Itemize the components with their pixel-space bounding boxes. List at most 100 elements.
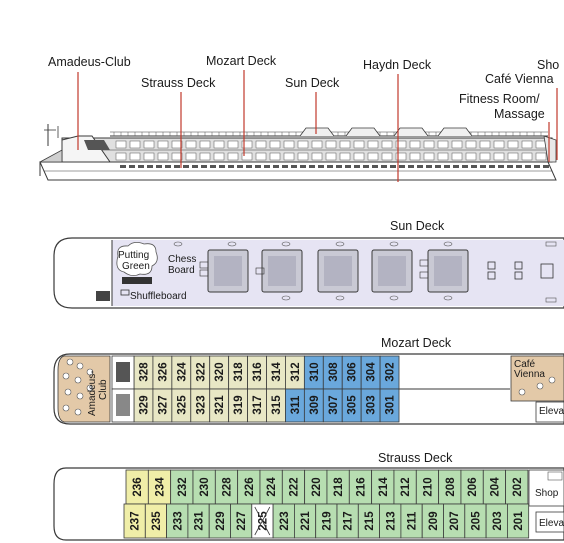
profile-window	[227, 152, 239, 161]
cabin-number: 323	[195, 395, 207, 414]
hull-window	[453, 165, 459, 168]
hull-window	[318, 165, 324, 168]
profile-window	[255, 140, 267, 149]
cabin-number: 318	[233, 362, 245, 382]
profile-window	[423, 152, 435, 161]
cabin	[379, 388, 400, 423]
hull-window	[156, 165, 162, 168]
hull-window	[174, 165, 180, 168]
deck-chair	[255, 267, 265, 275]
strauss-deck-title: Strauss Deck	[378, 451, 453, 465]
hull-window	[201, 165, 207, 168]
cabin-number: 234	[154, 477, 166, 497]
stair-mark	[254, 506, 271, 536]
deck-planter	[443, 241, 453, 247]
profile-window	[479, 140, 491, 149]
cabin-number: 328	[138, 362, 150, 382]
mozart-deck-title: Mozart Deck	[381, 336, 452, 350]
sun-deck-title: Sun Deck	[390, 219, 445, 233]
hull-window	[300, 165, 306, 168]
cabin-number: 233	[172, 511, 184, 530]
hull-window	[210, 165, 216, 168]
cabin-number: 223	[279, 511, 291, 530]
hull-window	[354, 165, 360, 168]
putting-green-label-1: Putting	[118, 250, 149, 261]
deck-planter	[281, 295, 291, 301]
cabin-number: 205	[470, 511, 482, 531]
profile-window	[423, 140, 435, 149]
cabin-number: 212	[400, 477, 412, 496]
elevator-area	[535, 401, 564, 423]
club-seat	[66, 358, 74, 366]
cafe-tables	[518, 376, 556, 396]
strauss-elevator-label: Eleva	[539, 518, 564, 529]
hull-window	[327, 165, 333, 168]
profile-window	[213, 140, 225, 149]
sun-deck-stairs	[96, 291, 110, 301]
label-strauss-deck: Strauss Deck	[141, 76, 216, 90]
putting-green-label-2: Green	[122, 261, 150, 272]
hull-window	[165, 165, 171, 168]
deck-planter	[173, 241, 183, 247]
cabin-number: 316	[252, 362, 264, 381]
profile-window	[213, 152, 225, 161]
club-seat	[86, 384, 94, 392]
label-sun-deck: Sun Deck	[285, 76, 340, 90]
label-mozart-deck: Mozart Deck	[206, 54, 277, 68]
hull-window	[444, 165, 450, 168]
profile-window	[367, 152, 379, 161]
cabin-number: 321	[214, 395, 226, 415]
hull-window	[237, 165, 243, 168]
cabin-number: 210	[422, 477, 434, 496]
stairs	[116, 362, 130, 382]
cabin-number: 306	[347, 362, 359, 381]
hull-window	[138, 165, 144, 168]
hull-window	[462, 165, 468, 168]
label-shop: Sho	[537, 58, 559, 72]
profile-window	[325, 140, 337, 149]
cabin-number: 327	[157, 395, 169, 414]
hull-window	[525, 165, 531, 168]
profile-window	[129, 152, 141, 161]
amadeus-club-area	[57, 355, 111, 423]
amadeus-club-label-2: Club	[98, 379, 109, 400]
cabin-number: 206	[467, 477, 479, 496]
amadeus-club-label-1: Amadeus-	[87, 370, 98, 416]
deck-planter	[389, 295, 399, 301]
hull-window	[363, 165, 369, 168]
hull-window	[399, 165, 405, 168]
profile-window	[493, 140, 505, 149]
cabin-number: 315	[271, 395, 283, 415]
cabin-number: 202	[512, 477, 524, 496]
ship-bridge	[61, 135, 111, 163]
hull-window	[372, 165, 378, 168]
cabin-number: 232	[177, 477, 189, 496]
cabin-number: 303	[366, 395, 378, 414]
profile-window	[353, 152, 365, 161]
hull-window	[291, 165, 297, 168]
hull-window	[471, 165, 477, 168]
cabin-number: 229	[215, 511, 227, 530]
club-seat	[86, 368, 94, 376]
profile-window	[157, 152, 169, 161]
cabin-number: 225	[257, 511, 269, 531]
chess-board-label-1: Chess	[168, 254, 196, 265]
profile-window	[185, 140, 197, 149]
cabin-number: 230	[199, 477, 211, 496]
profile-window	[227, 140, 239, 149]
cabin-number: 218	[333, 477, 345, 497]
cabin-number: 322	[195, 362, 207, 381]
profile-window	[437, 152, 449, 161]
cabin-number: 320	[214, 362, 226, 381]
profile-window	[381, 140, 393, 149]
profile-window	[269, 140, 281, 149]
cabin-number: 209	[428, 511, 440, 530]
hull-window	[147, 165, 153, 168]
profile-window	[171, 152, 183, 161]
cabin-number: 201	[513, 511, 525, 531]
deck-planter	[335, 295, 345, 301]
deck-chair	[199, 269, 209, 277]
profile-window	[241, 152, 253, 161]
hull-window	[408, 165, 414, 168]
